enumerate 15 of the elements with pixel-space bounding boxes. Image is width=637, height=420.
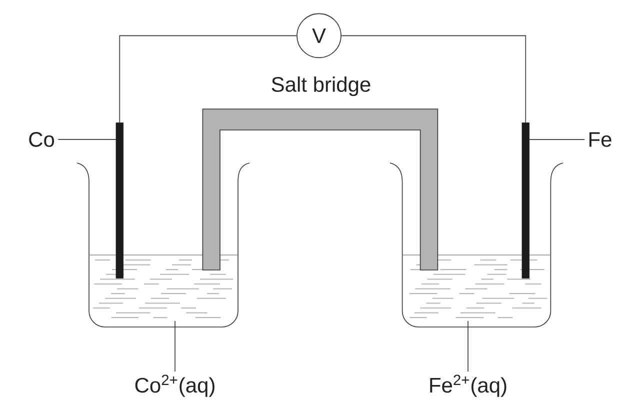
solution (402, 254, 552, 318)
solution-label: Fe$^{2+}$(aq) (430, 374, 506, 397)
wire (119, 35, 297, 124)
leader-line (174, 320, 176, 372)
salt-bridge: Salt bridge (202, 76, 438, 270)
leader-line (528, 139, 585, 140)
solution (88, 254, 238, 318)
element-label: Fe (589, 132, 612, 147)
wire (341, 35, 526, 124)
electrode (522, 122, 530, 278)
node-label: Salt bridge (272, 76, 370, 96)
leader-line (58, 139, 116, 140)
solution-label: Co$^{2+}$(aq) (135, 374, 214, 397)
element-label: Co (29, 132, 54, 147)
electrode (116, 122, 124, 278)
